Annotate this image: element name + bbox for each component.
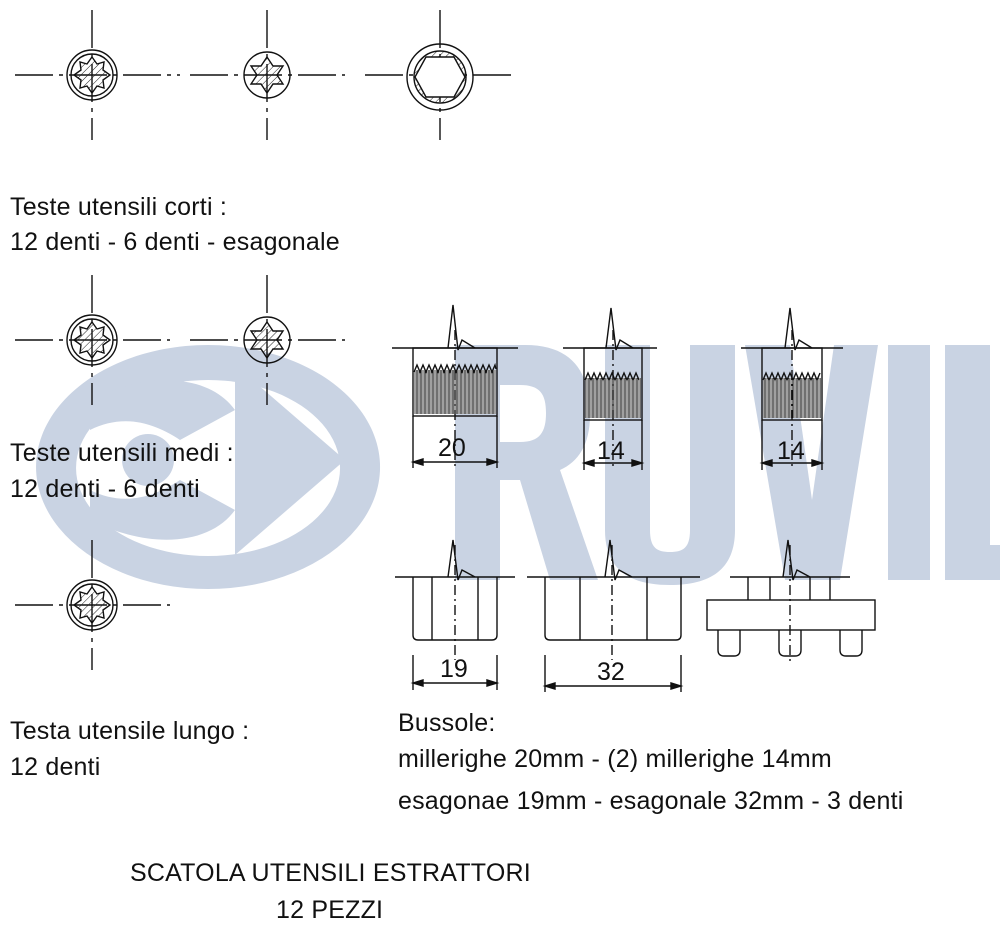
medium-heads-title: Teste utensili medi : xyxy=(10,439,234,467)
footer-title: SCATOLA UTENSILI ESTRATTORI xyxy=(130,859,531,887)
letter-l1 xyxy=(945,345,1000,580)
footer-count: 12 PEZZI xyxy=(276,896,384,924)
short-heads-title: Teste utensili corti : xyxy=(10,193,227,221)
emblem-dot xyxy=(122,434,174,486)
emblem-blade-bottom xyxy=(90,480,235,540)
sockets-line-1: millerighe 20mm - (2) millerighe 14mm xyxy=(398,745,832,773)
socket-hex-32 xyxy=(527,539,700,692)
medium-head-12-teeth xyxy=(15,275,170,405)
letter-i xyxy=(888,345,930,580)
emblem-blade-top xyxy=(90,380,235,440)
dimension-14a: 14 xyxy=(597,437,625,465)
socket-3-teeth xyxy=(706,539,876,665)
long-head-title: Testa utensile lungo : xyxy=(10,717,250,745)
dimension-19: 19 xyxy=(440,655,468,683)
sockets-title: Bussole: xyxy=(398,709,496,737)
short-head-6-teeth xyxy=(190,10,345,140)
short-head-12-teeth xyxy=(15,10,180,140)
dimension-20: 20 xyxy=(438,434,466,462)
medium-head-6-teeth xyxy=(190,275,345,405)
dimension-14b: 14 xyxy=(777,437,805,465)
socket-spline-20 xyxy=(392,304,518,470)
long-head-detail: 12 denti xyxy=(10,753,101,781)
emblem-triangle xyxy=(235,365,345,555)
medium-heads-detail: 12 denti - 6 denti xyxy=(10,475,200,503)
long-head-12-teeth xyxy=(15,540,170,670)
socket-spline-14-a xyxy=(563,307,657,470)
socket-spline-14-b xyxy=(741,307,843,470)
short-heads-detail: 12 denti - 6 denti - esagonale xyxy=(10,228,340,256)
dimension-32: 32 xyxy=(597,658,625,686)
sockets-line-2: esagonae 19mm - esagonale 32mm - 3 denti xyxy=(398,787,904,815)
socket-hex-19 xyxy=(395,539,515,690)
short-head-hex xyxy=(365,10,515,140)
